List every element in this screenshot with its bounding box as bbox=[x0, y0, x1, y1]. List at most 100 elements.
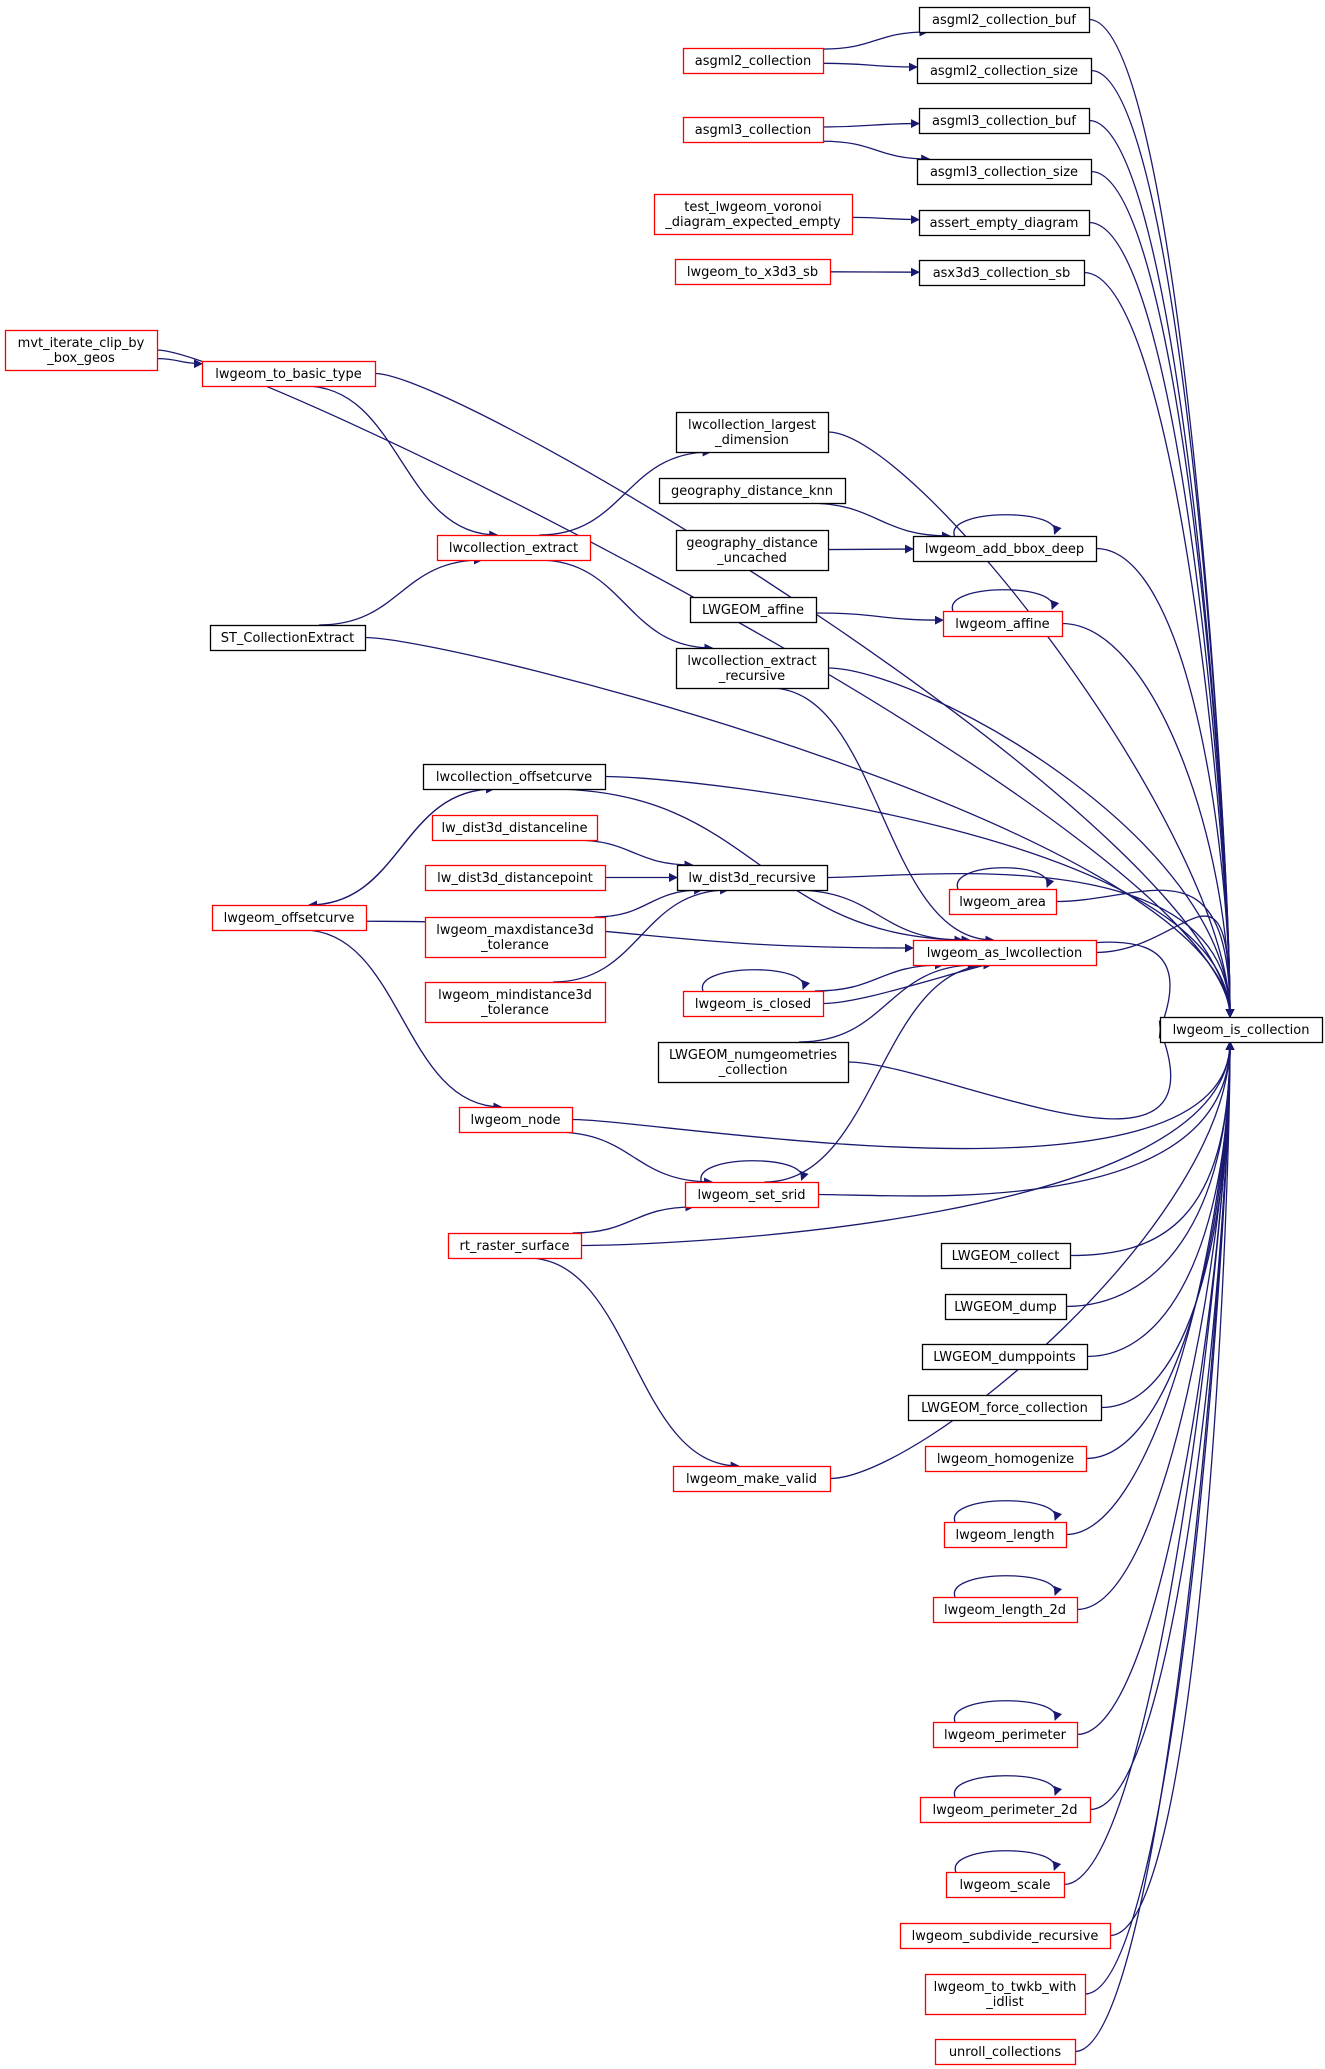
node-lw-dist3d-distancepoint[interactable]: lw_dist3d_distancepoint bbox=[424, 864, 607, 892]
node-lwgeom-subdivide-recursive[interactable]: lwgeom_subdivide_recursive bbox=[899, 1922, 1112, 1950]
node-label: LWGEOM_dump bbox=[954, 1300, 1057, 1315]
edge-lwgeom-perimeter-2d-to-lwgeom-is-collection bbox=[1089, 1041, 1235, 1811]
node-label: lwgeom_length bbox=[955, 1528, 1054, 1543]
node-box bbox=[675, 411, 830, 454]
node-lwgeom-homogenize[interactable]: lwgeom_homogenize bbox=[924, 1445, 1088, 1473]
node-test-voronoi[interactable]: test_lwgeom_voronoi_diagram_expected_emp… bbox=[653, 193, 854, 236]
node-lwgeom-collect[interactable]: LWGEOM_collect bbox=[940, 1242, 1072, 1270]
node-box bbox=[436, 534, 592, 562]
edge-lwgeom-set-srid-to-lwgeom-is-collection bbox=[817, 1041, 1235, 1197]
node-box bbox=[675, 529, 830, 572]
node-box bbox=[422, 763, 607, 791]
node-box bbox=[682, 47, 825, 75]
node-rt-raster-surface[interactable]: rt_raster_surface bbox=[447, 1232, 583, 1260]
node-label: lwgeom_add_bbox_deep bbox=[925, 542, 1084, 557]
node-label: lwcollection_extract bbox=[449, 541, 578, 556]
node-assert-empty-diagram[interactable]: assert_empty_diagram bbox=[918, 209, 1091, 237]
node-lwgeom-perimeter[interactable]: lwgeom_perimeter bbox=[932, 1721, 1079, 1749]
node-asgml2-collection-buf[interactable]: asgml2_collection_buf bbox=[918, 6, 1091, 34]
node-lwcollection-largest-dimension[interactable]: lwcollection_largest_dimension bbox=[675, 411, 830, 454]
edge-mvt-iterate-to-lwgeom-to-basic-type bbox=[156, 357, 203, 369]
node-lw-dist3d-distanceline[interactable]: lw_dist3d_distanceline bbox=[431, 814, 599, 842]
node-lwgeom-dump[interactable]: LWGEOM_dump bbox=[944, 1293, 1068, 1321]
node-lwgeom-make-valid[interactable]: lwgeom_make_valid bbox=[672, 1465, 832, 1493]
node-lwgeom-force-collection[interactable]: LWGEOM_force_collection bbox=[907, 1394, 1103, 1422]
node-label: lwgeom_perimeter_2d bbox=[933, 1803, 1078, 1818]
node-lwgeom-maxdistance3d-tolerance[interactable]: lwgeom_maxdistance3d_tolerance bbox=[424, 916, 607, 959]
node-lwcollection-offsetcurve[interactable]: lwcollection_offsetcurve bbox=[422, 763, 607, 791]
edge-st-collectionextract-to-lwgeom-is-collection bbox=[364, 636, 1235, 1018]
node-lwgeom-area[interactable]: lwgeom_area bbox=[948, 888, 1058, 916]
node-unroll-collections[interactable]: unroll_collections bbox=[934, 2038, 1077, 2066]
edge-st-collectionextract-to-lwcollection-extract bbox=[318, 555, 484, 626]
node-label: LWGEOM_collect bbox=[952, 1249, 1060, 1264]
edge-lwgeom-dump-to-lwgeom-is-collection bbox=[1065, 1041, 1235, 1308]
node-asgml2-collection-size[interactable]: asgml2_collection_size bbox=[916, 57, 1093, 85]
node-box bbox=[211, 904, 368, 932]
node-lwgeom-affine[interactable]: LWGEOM_affine bbox=[689, 596, 818, 624]
node-lwgeom-to-basic-type[interactable]: lwgeom_to_basic_type bbox=[201, 360, 377, 388]
edge-rt-raster-surface-to-lwgeom-is-collection bbox=[580, 1041, 1235, 1247]
node-label: lwgeom_to_twkb_with bbox=[934, 1980, 1077, 1995]
node-label: lwcollection_offsetcurve bbox=[436, 770, 592, 785]
edge-lwgeom-collect-to-lwgeom-is-collection bbox=[1069, 1041, 1235, 1257]
edge-lwgeom-affine-to-lwgeom-affine bbox=[815, 612, 944, 625]
node-label: _box_geos bbox=[46, 351, 115, 366]
edge-lwgeom-numgeometries-collection-to-lwgeom-is-collection bbox=[847, 1028, 1172, 1120]
edge-lwgeom-to-basic-type-to-lwgeom-is-collection bbox=[374, 372, 1235, 1018]
node-lwgeom-scale[interactable]: lwgeom_scale bbox=[945, 1871, 1066, 1899]
node-lwgeom-node[interactable]: lwgeom_node bbox=[458, 1106, 574, 1134]
node-asgml3-collection-size[interactable]: asgml3_collection_size bbox=[916, 158, 1093, 186]
node-lwgeom-set-srid[interactable]: lwgeom_set_srid bbox=[684, 1181, 820, 1209]
node-lwgeom-as-lwcollection[interactable]: lwgeom_as_lwcollection bbox=[912, 939, 1098, 967]
node-lwgeom-length[interactable]: lwgeom_length bbox=[943, 1521, 1068, 1549]
node-lwgeom-to-twkb-with-idlist[interactable]: lwgeom_to_twkb_with_idlist bbox=[924, 1973, 1087, 2016]
node-lwgeom-perimeter-2d[interactable]: lwgeom_perimeter_2d bbox=[919, 1796, 1092, 1824]
node-box bbox=[4, 329, 159, 372]
node-asgml2-collection[interactable]: asgml2_collection bbox=[682, 47, 825, 75]
node-lwgeom-mindistance3d-tolerance[interactable]: lwgeom_mindistance3d_tolerance bbox=[424, 981, 607, 1024]
node-box bbox=[424, 864, 607, 892]
node-asx3d3-collection-sb[interactable]: asx3d3_collection_sb bbox=[918, 259, 1086, 287]
edge-lwgeom-offsetcurve-to-lwgeom-node bbox=[303, 929, 503, 1112]
edge-lw-dist3d-recursive-to-lwgeom-as-lwcollection bbox=[794, 889, 964, 945]
edge-lwgeom-area-to-lwgeom-area bbox=[956, 867, 1055, 890]
node-box bbox=[948, 888, 1058, 916]
edge-asgml2-collection-buf-to-lwgeom-is-collection bbox=[1088, 18, 1235, 1018]
node-lwgeom-is-closed[interactable]: lwgeom_is_closed bbox=[682, 990, 825, 1018]
node-lwcollection-extract[interactable]: lwcollection_extract bbox=[436, 534, 592, 562]
node-asgml3-collection[interactable]: asgml3_collection bbox=[682, 116, 825, 144]
node-lwgeom-length-2d[interactable]: lwgeom_length_2d bbox=[932, 1596, 1079, 1624]
node-label: lwgeom_node bbox=[470, 1113, 560, 1128]
node-lwgeom-dumppoints[interactable]: LWGEOM_dumppoints bbox=[921, 1343, 1089, 1371]
edge-lwgeom-affine-to-lwgeom-is-collection bbox=[1061, 622, 1235, 1018]
node-box bbox=[431, 814, 599, 842]
node-lwgeom-offsetcurve[interactable]: lwgeom_offsetcurve bbox=[211, 904, 368, 932]
edge-lwgeom-mindistance3d-tolerance-to-lw-dist3d-recursive bbox=[553, 885, 730, 983]
edge-lwgeom-numgeometries-collection-to-lwgeom-as-lwcollection bbox=[798, 960, 977, 1043]
edge-lwgeom-to-basic-type-to-lwcollection-extract bbox=[304, 385, 499, 540]
node-label: lwgeom_offsetcurve bbox=[224, 911, 355, 926]
node-mvt-iterate[interactable]: mvt_iterate_clip_by_box_geos bbox=[4, 329, 159, 372]
node-lw-dist3d-recursive[interactable]: lw_dist3d_recursive bbox=[676, 864, 829, 892]
node-label: geography_distance_knn bbox=[671, 484, 833, 499]
node-label: asgml2_collection bbox=[695, 54, 811, 69]
node-box bbox=[201, 360, 377, 388]
node-label: lwgeom_is_collection bbox=[1173, 1023, 1310, 1038]
node-lwgeom-to-x3d3-sb[interactable]: lwgeom_to_x3d3_sb bbox=[674, 258, 832, 286]
node-label: _dimension bbox=[714, 433, 789, 448]
node-st-collectionextract[interactable]: ST_CollectionExtract bbox=[209, 624, 367, 652]
node-lwgeom-is-collection[interactable]: lwgeom_is_collection bbox=[1159, 1016, 1324, 1044]
edge-lwgeom-to-twkb-with-idlist-to-lwgeom-is-collection bbox=[1084, 1041, 1235, 1995]
edge-asgml3-collection-to-asgml3-collection-buf bbox=[822, 119, 920, 129]
node-box bbox=[682, 116, 825, 144]
node-geography-distance-uncached[interactable]: geography_distance_uncached bbox=[675, 529, 830, 572]
node-asgml3-collection-buf[interactable]: asgml3_collection_buf bbox=[918, 107, 1091, 135]
node-label: lw_dist3d_distancepoint bbox=[437, 871, 593, 886]
node-box bbox=[653, 193, 854, 236]
node-lwcollection-extract-recursive[interactable]: lwcollection_extract_recursive bbox=[675, 647, 830, 690]
node-lwgeom-numgeometries-collection[interactable]: LWGEOM_numgeometries_collection bbox=[657, 1041, 850, 1084]
node-lwgeom-affine[interactable]: lwgeom_affine bbox=[942, 610, 1064, 638]
node-geography-distance-knn[interactable]: geography_distance_knn bbox=[658, 477, 847, 505]
node-lwgeom-add-bbox-deep[interactable]: lwgeom_add_bbox_deep bbox=[912, 535, 1098, 563]
